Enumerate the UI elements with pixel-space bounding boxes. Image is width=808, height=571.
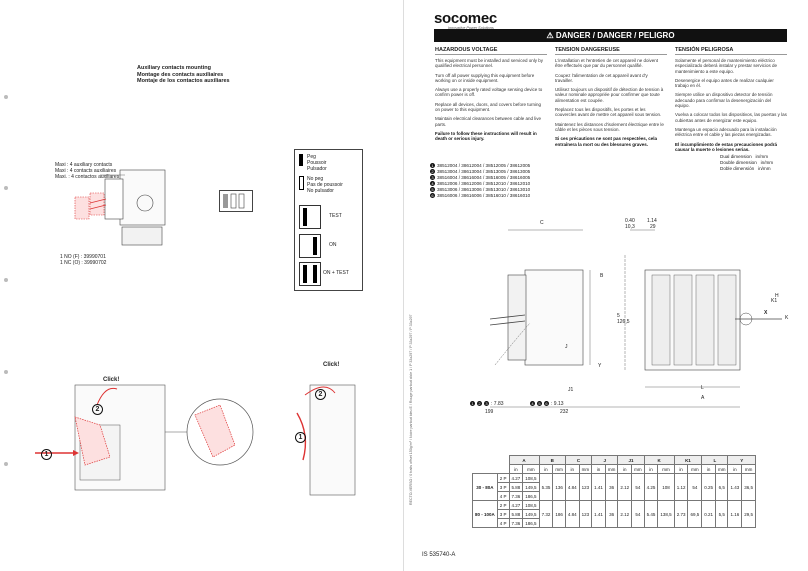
page-fold bbox=[403, 0, 404, 571]
binder-holes bbox=[0, 0, 12, 571]
maxi-fr: Maxi : 4 contacts auxiliaires bbox=[55, 168, 117, 174]
warning-triangle-icon: ⚠ bbox=[546, 31, 554, 40]
on-swatch bbox=[299, 234, 321, 258]
aux-title-fr: Montage des contacts auxiliaires bbox=[137, 71, 224, 78]
dim-B: B bbox=[600, 273, 604, 279]
mounting-illustration bbox=[35, 384, 356, 496]
test-label: TEST bbox=[329, 213, 342, 219]
part-no-f: 1 NO (F) : 39990701 bbox=[60, 254, 106, 260]
step-2-badge-a: 2 bbox=[92, 404, 103, 415]
dimension-units: Dual dimension in/mm Double dimension in… bbox=[720, 154, 774, 171]
aux-contact-illustration bbox=[74, 169, 166, 246]
dim-103: 10,3 bbox=[625, 224, 635, 230]
dim-L: L bbox=[701, 385, 704, 391]
danger-fr-heading: TENSION DANGEREUSE bbox=[555, 47, 620, 53]
danger-col-es: TENSIÓN PELIGROSA Solamente el personal … bbox=[675, 47, 787, 152]
contact-symbol bbox=[219, 190, 253, 212]
part-nc-o: 1 NC (O) : 39990702 bbox=[60, 260, 107, 266]
brand-name: socomec bbox=[434, 10, 497, 27]
maxi-es: Maxi. : 4 contactos auxiliares bbox=[55, 174, 120, 180]
step-2-badge-b: 2 bbox=[315, 389, 326, 400]
danger-fr-warning: Si ces précautions ne sont pas respectée… bbox=[555, 136, 658, 147]
dim-1265: 126,5 bbox=[617, 319, 630, 325]
aux-title: Auxiliary contacts mounting Montage des … bbox=[137, 65, 230, 85]
dim-199: 199 bbox=[485, 409, 494, 415]
click-callout-2: Click! bbox=[323, 362, 340, 368]
danger-en-heading: HAZARDOUS VOLTAGE bbox=[435, 47, 498, 53]
socomec-logo: socomec Innovative Power Solutions bbox=[434, 10, 497, 30]
dim-040: 0.40 bbox=[625, 218, 635, 224]
dim-C: C bbox=[540, 220, 544, 226]
aux-title-es: Montaje de los contactos auxiliares bbox=[137, 78, 230, 84]
dim-232: 232 bbox=[560, 409, 569, 415]
dim-X: X bbox=[764, 310, 768, 316]
danger-es-heading: TENSIÓN PELIGROSA bbox=[675, 47, 734, 53]
aux-title-en: Auxiliary contacts mounting bbox=[137, 65, 211, 71]
maxi-text: Maxi : 4 auxiliary contacts Maxi : 4 con… bbox=[55, 162, 119, 180]
dim-K1: K1 bbox=[771, 298, 778, 304]
on-label: ON bbox=[329, 242, 337, 248]
dimension-drawing bbox=[490, 229, 782, 408]
dim-Y: Y bbox=[598, 363, 602, 369]
dim-114: 1.14 bbox=[647, 218, 657, 224]
dim-5: 5 bbox=[617, 313, 620, 319]
test-swatch bbox=[299, 205, 321, 229]
dim-J: J bbox=[565, 344, 568, 350]
dim-K: K bbox=[785, 315, 789, 321]
on-test-swatch bbox=[299, 262, 321, 286]
danger-es-warning: El incumplimiento de estas precauciones … bbox=[675, 141, 778, 152]
dim-H: H bbox=[775, 293, 779, 299]
step-1-badge-b: 1 bbox=[295, 432, 306, 443]
document-code: IS 535740-A bbox=[422, 552, 456, 558]
peg-swatch bbox=[299, 154, 303, 166]
danger-en-warning: Failure to follow these instructions wil… bbox=[435, 130, 537, 142]
left-page: Auxiliary contacts mounting Montage des … bbox=[0, 0, 363, 571]
printer-side-note: RECTO-VERSO / 0 traits offset 150g/m² / … bbox=[409, 314, 413, 505]
aux-part-numbers: 1 NO (F) : 39990701 1 NC (O) : 39990702 bbox=[60, 254, 106, 266]
danger-col-fr: TENSION DANGEREUSE L'installation et l'e… bbox=[555, 47, 667, 151]
step-1-badge-a: 1 bbox=[41, 449, 52, 460]
danger-banner-text: DANGER / DANGER / PELIGRO bbox=[555, 31, 675, 40]
danger-col-en: HAZARDOUS VOLTAGE This equipment must be… bbox=[435, 47, 547, 146]
maxi-en: Maxi : 4 auxiliary contacts bbox=[55, 162, 113, 168]
brand-tagline: Innovative Power Solutions bbox=[448, 26, 494, 30]
table-header-row: A B C J J1 K K1 L Y bbox=[473, 455, 757, 465]
click-callout-1: Click! bbox=[103, 377, 120, 383]
dim-A: A bbox=[701, 395, 705, 401]
on-test-label: ON + TEST bbox=[323, 270, 349, 276]
dim-J1: J1 bbox=[568, 387, 574, 393]
danger-banner: ⚠ DANGER / DANGER / PELIGRO bbox=[434, 29, 787, 42]
dim-29: 29 bbox=[650, 224, 656, 230]
nopeg-swatch bbox=[299, 176, 304, 190]
